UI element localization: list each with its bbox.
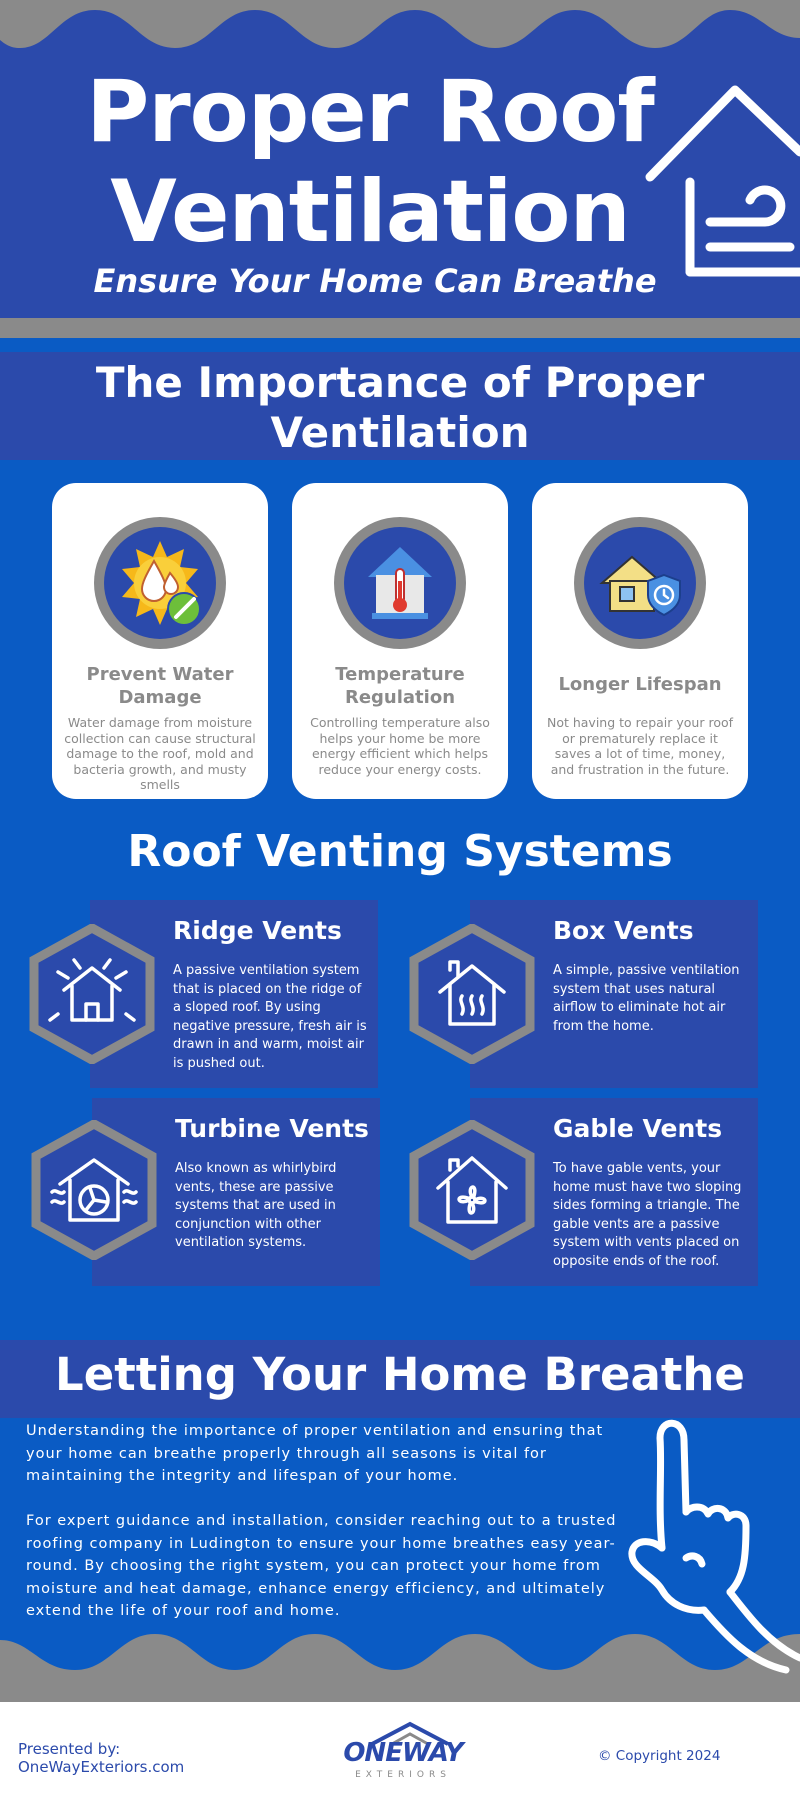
website-link[interactable]: OneWayExteriors.com — [18, 1758, 185, 1776]
hero-title-line1: Proper Roof — [86, 62, 655, 162]
card-body: Not having to repair your roof or premat… — [546, 715, 734, 777]
house-clock-shield-icon — [599, 555, 681, 617]
importance-card-temperature: Temperature Regulation Controlling tempe… — [292, 483, 508, 799]
hero-banner — [0, 0, 800, 340]
box-vent-house-icon — [409, 924, 535, 1064]
vent-body: A simple, passive ventilation system tha… — [553, 963, 740, 1034]
vent-title: Ridge Vents — [173, 916, 342, 945]
hero-title: Proper Roof Ventilation — [20, 62, 720, 262]
importance-card-water-damage: Prevent Water Damage Water damage from m… — [52, 483, 268, 799]
water-drop-sun-icon — [122, 541, 201, 626]
breathe-paragraph-1: Understanding the importance of proper v… — [26, 1423, 604, 1484]
card-body: Controlling temperature also helps your … — [310, 715, 490, 777]
importance-header-band — [0, 352, 800, 460]
house-wind-icon — [645, 85, 800, 277]
importance-card-lifespan: Longer Lifespan Not having to repair you… — [532, 483, 748, 799]
vent-title: Box Vents — [553, 916, 694, 945]
importance-heading-line1: The Importance of Proper — [95, 358, 705, 407]
presented-by-label: Presented by: — [18, 1740, 121, 1758]
card-icon-ring — [574, 517, 706, 649]
vent-body: To have gable vents, your home must have… — [553, 1161, 742, 1269]
card-icon-ring — [94, 517, 226, 649]
breathe-paragraph-2: For expert guidance and installation, co… — [26, 1513, 617, 1619]
footer-presented-by: Presented by: OneWayExteriors.com — [18, 1740, 184, 1776]
oneway-logo: ONEWAY EXTERIORS — [328, 1720, 478, 1786]
top-wave-decoration — [0, 0, 800, 48]
vent-body: Also known as whirlybird vents, these ar… — [175, 1161, 337, 1250]
importance-heading: The Importance of Proper Ventilation — [0, 358, 800, 458]
card-icon-ring — [334, 517, 466, 649]
logo-subtitle: EXTERIORS — [355, 1770, 451, 1780]
card-title: Longer Lifespan — [558, 674, 722, 695]
hero-subtitle: Ensure Your Home Can Breathe — [93, 262, 657, 300]
hero-title-line2: Ventilation — [110, 162, 630, 262]
bottom-wave-decoration — [0, 1634, 800, 1702]
breathe-heading: Letting Your Home Breathe — [55, 1348, 745, 1401]
vent-title: Turbine Vents — [175, 1114, 369, 1143]
turbine-fan-house-icon — [31, 1120, 157, 1260]
gable-fan-house-icon — [409, 1120, 535, 1260]
footer-copyright: © Copyright 2024 — [598, 1748, 721, 1764]
venting-heading: Roof Venting Systems — [127, 826, 673, 877]
thermometer-house-icon — [368, 547, 432, 619]
logo-roof-icon — [371, 1721, 449, 1746]
card-title: Prevent Water Damage — [86, 664, 234, 708]
ridge-vent-house-icon — [29, 924, 155, 1064]
card-title: Temperature Regulation — [335, 664, 465, 708]
vent-body: A passive ventilation system that is pla… — [173, 963, 367, 1071]
vent-title: Gable Vents — [553, 1114, 723, 1143]
vent-card-ridge: Ridge Vents A passive ventilation system… — [90, 900, 378, 1088]
card-body: Water damage from moisture collection ca… — [64, 715, 256, 792]
importance-heading-line2: Ventilation — [270, 408, 530, 457]
hero-divider — [0, 318, 800, 338]
pointing-hand-icon — [628, 1419, 800, 1674]
breathe-header-band — [0, 1340, 800, 1418]
logo-wordmark: ONEWAY — [343, 1738, 463, 1768]
